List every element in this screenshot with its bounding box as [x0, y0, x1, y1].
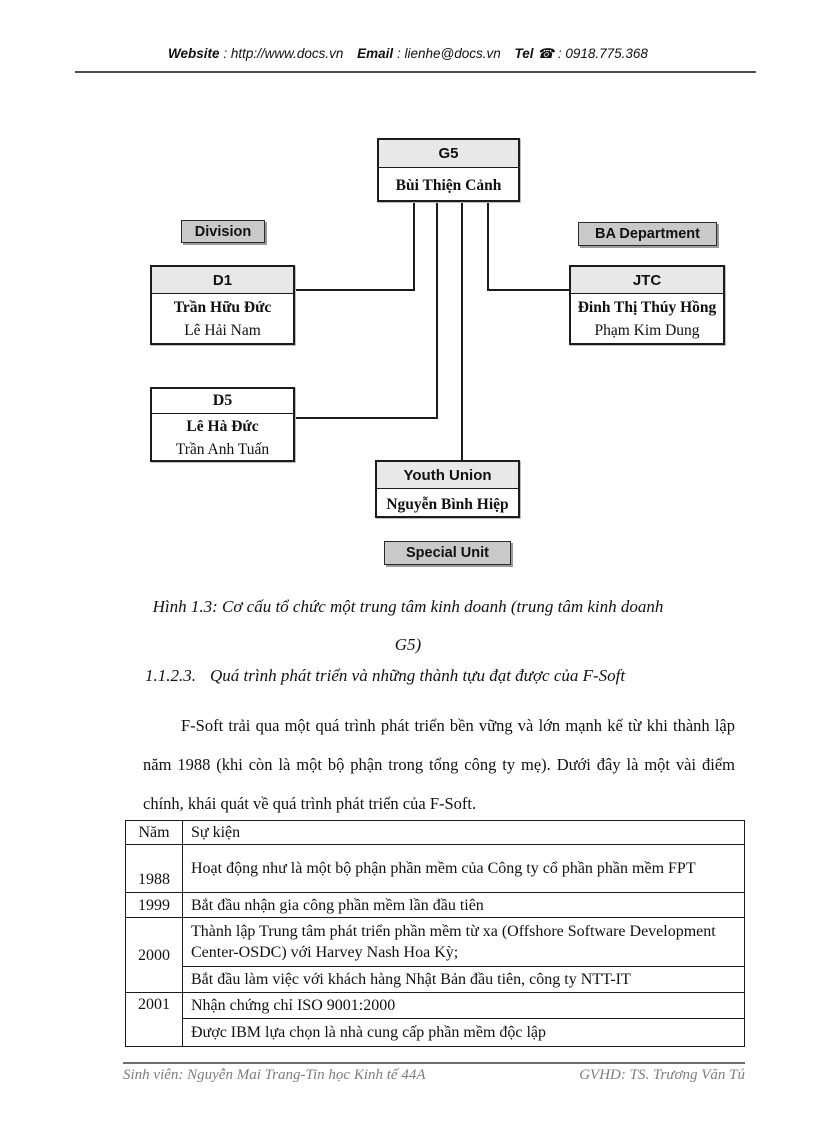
phone-icon: ☎ [537, 46, 555, 61]
jtc-leader-name: Đinh Thị Thúy Hồng [577, 299, 717, 316]
event-cell: Được IBM lựa chọn là nhà cung cấp phần m… [182, 1018, 745, 1047]
year-cell-2000: 2000 [125, 917, 183, 993]
figure-caption-line1: Hình 1.3: Cơ cấu tổ chức một trung tâm k… [152, 597, 664, 616]
org-box-g5: G5 Bùi Thiện Cảnh [377, 138, 520, 202]
youth-union-leader-name: Nguyễn Bình Hiệp [386, 495, 509, 513]
connector-jtc-horizontal [487, 289, 571, 291]
column-header-year: Năm [125, 820, 183, 845]
d1-leader-name: Trần Hữu Đức [173, 299, 272, 316]
org-box-jtc: JTC Đinh Thị Thúy Hồng Phạm Kim Dung [569, 265, 725, 345]
org-box-d1: D1 Trần Hữu Đức Lê Hải Nam [150, 265, 295, 345]
section-number: 1.1.2.3. [145, 666, 196, 685]
jtc-member-name: Phạm Kim Dung [594, 322, 700, 339]
org-chart: G5 Bùi Thiện Cảnh Division BA Department… [150, 138, 725, 565]
ba-department-label: BA Department [578, 222, 717, 246]
website-label: Website [168, 46, 220, 61]
tel-value: : 0918.775.368 [557, 46, 648, 61]
event-cell: Hoạt động như là một bộ phận phần mềm củ… [182, 844, 745, 893]
connector-g5-jtc-vertical [487, 201, 489, 290]
special-unit-label: Special Unit [384, 541, 511, 565]
event-cell: Bắt đầu nhận gia công phần mềm lần đầu t… [182, 892, 745, 918]
year-cell-2001: 2001 [125, 992, 183, 1047]
page-header: Website : http://www.docs.vn Email : lie… [0, 46, 816, 62]
page-footer: Sinh viên: Nguyễn Mai Trang-Tin học Kinh… [123, 1067, 745, 1084]
division-label: Division [181, 220, 265, 243]
column-header-event: Sự kiện [182, 820, 745, 845]
figure-caption-line2: G5) [394, 635, 422, 654]
g5-title: G5 [379, 140, 518, 168]
table-row: 2000 Thành lập Trung tâm phát triển phần… [125, 917, 745, 993]
table-row: Được IBM lựa chọn là nhà cung cấp phần m… [126, 1018, 745, 1047]
event-cell: Nhận chứng chỉ ISO 9001:2000 [182, 992, 745, 1019]
org-box-youth-union: Youth Union Nguyễn Bình Hiệp [375, 460, 520, 518]
header-divider [75, 71, 756, 73]
section-title: Quá trình phát triển và những thành tựu … [210, 666, 626, 685]
connector-g5-d1-vertical [413, 201, 415, 290]
d5-member-name: Trần Anh Tuấn [175, 440, 270, 458]
website-value: : http://www.docs.vn [223, 46, 344, 61]
event-cell: Thành lập Trung tâm phát triển phần mềm … [182, 917, 745, 967]
figure-caption: Hình 1.3: Cơ cấu tổ chức một trung tâm k… [0, 588, 816, 664]
d5-leader-name: Lê Hà Đức [186, 417, 259, 435]
email-value: : lienhe@docs.vn [396, 46, 501, 61]
footer-divider [123, 1062, 745, 1064]
d1-member-name: Lê Hải Nam [184, 322, 261, 339]
email-label: Email [357, 46, 394, 61]
connector-d5-horizontal [295, 417, 438, 419]
connector-d1-horizontal [295, 289, 415, 291]
section-heading: 1.1.2.3. Quá trình phát triển và những th… [145, 666, 765, 686]
table-row: Bắt đầu làm việc với khách hàng Nhật Bản… [126, 966, 745, 993]
g5-leader-name: Bùi Thiện Cảnh [395, 177, 502, 194]
body-paragraph: F-Soft trải qua một quá trình phát triển… [143, 716, 735, 813]
table-header-row: Năm Sự kiện [125, 820, 745, 845]
jtc-title: JTC [571, 267, 723, 294]
table-row: 1999 Bắt đầu nhận gia công phần mềm lần … [125, 892, 745, 918]
youth-union-title: Youth Union [377, 462, 518, 489]
events-table: Năm Sự kiện 1988 Hoạt động như là một bộ… [125, 820, 745, 1047]
table-row: 2001 Nhận chứng chỉ ISO 9001:2000 [125, 992, 745, 1047]
connector-g5-d5-vertical [436, 201, 438, 418]
org-box-d5: D5 Lê Hà Đức Trần Anh Tuấn [150, 387, 295, 462]
table-row: 1988 Hoạt động như là một bộ phận phần m… [125, 844, 745, 893]
d5-title: D5 [152, 389, 293, 414]
year-cell-1999: 1999 [125, 892, 183, 918]
footer-advisor: GVHD: TS. Trương Văn Tú [579, 1067, 745, 1083]
tel-label: Tel [514, 46, 534, 61]
event-cell: Bắt đầu làm việc với khách hàng Nhật Bản… [182, 966, 745, 993]
d1-title: D1 [152, 267, 293, 294]
connector-g5-youthunion-vertical [461, 201, 463, 460]
footer-student: Sinh viên: Nguyễn Mai Trang-Tin học Kinh… [123, 1067, 426, 1083]
year-cell-1988: 1988 [125, 844, 183, 893]
